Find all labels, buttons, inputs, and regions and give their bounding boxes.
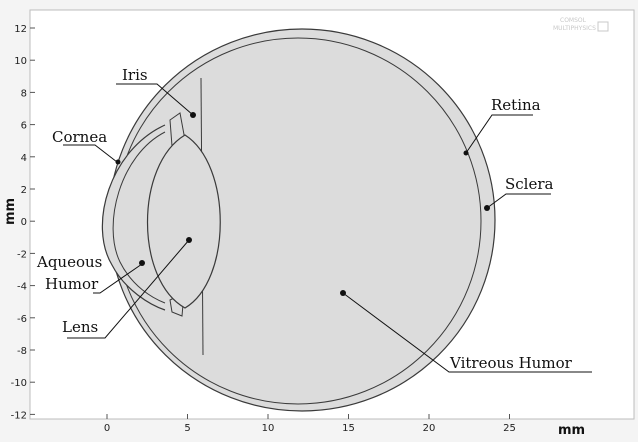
y-tick-label: 8: [21, 88, 27, 99]
y-axis: 12 10 8 6 4 2 0 -2 -4 -6 -8 -10 -12: [11, 24, 35, 421]
svg-text:Cornea: Cornea: [52, 128, 107, 146]
x-tick-label: 10: [262, 423, 275, 434]
aqueous-marker-dot: [139, 260, 145, 266]
svg-text:Lens: Lens: [62, 318, 98, 336]
label-sclera: Sclera: [484, 175, 554, 211]
sclera-marker-dot: [484, 205, 490, 211]
y-tick-label: 4: [21, 153, 27, 164]
svg-text:Retina: Retina: [491, 96, 541, 114]
svg-text:Iris: Iris: [122, 66, 148, 84]
y-tick-label: 10: [14, 56, 27, 67]
svg-text:Aqueous: Aqueous: [36, 253, 102, 271]
y-tick-label: -4: [17, 282, 27, 293]
lens-shape: [146, 134, 221, 309]
y-tick-label: 2: [21, 185, 27, 196]
label-aqueous-humor: Aqueous Humor: [36, 253, 145, 294]
x-tick-label: 20: [423, 423, 436, 434]
y-tick-label: -2: [17, 249, 27, 260]
logo-icon: [597, 21, 609, 32]
svg-text:COMSOL: COMSOL: [560, 17, 587, 24]
svg-text:Vitreous Humor: Vitreous Humor: [449, 354, 573, 372]
y-tick-label: -8: [17, 346, 27, 357]
y-tick-label: 0: [21, 217, 27, 228]
retina-marker-dot: [463, 150, 469, 156]
label-iris: Iris: [116, 66, 196, 118]
x-tick-label: 0: [104, 423, 110, 434]
eye: [101, 28, 496, 412]
label-cornea: Cornea: [52, 128, 121, 165]
lens-marker-dot: [186, 237, 192, 243]
y-tick-label: 12: [14, 24, 27, 35]
iris-marker-dot: [190, 112, 196, 118]
x-axis: 0 5 10 15 20 25: [104, 414, 516, 434]
vitreous-marker-dot: [340, 290, 346, 296]
label-vitreous-humor: Vitreous Humor: [340, 290, 592, 373]
x-tick-label: 5: [184, 423, 190, 434]
y-axis-title: mm: [3, 198, 18, 225]
svg-text:Sclera: Sclera: [505, 175, 554, 193]
y-tick-label: 6: [21, 121, 27, 132]
y-tick-label: -10: [11, 378, 27, 389]
svg-text:MULTIPHYSICS: MULTIPHYSICS: [553, 25, 596, 32]
label-lens: Lens: [62, 237, 192, 339]
svg-text:Humor: Humor: [45, 275, 99, 293]
x-tick-label: 15: [342, 423, 355, 434]
y-tick-label: -12: [11, 410, 27, 421]
x-tick-label: 25: [503, 423, 516, 434]
x-axis-title: mm: [558, 423, 585, 438]
watermark: COMSOL MULTIPHYSICS: [553, 17, 609, 32]
cornea-marker-dot: [115, 159, 121, 165]
y-tick-label: -6: [17, 314, 27, 325]
label-retina: Retina: [463, 96, 541, 156]
